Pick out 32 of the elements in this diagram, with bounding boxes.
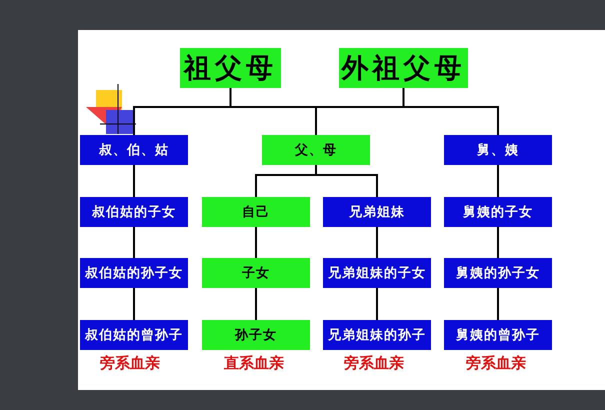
relative-box: 祖父母 [180,48,281,88]
relative-box: 父、母 [262,135,370,165]
relative-box: 舅姨的孙子女 [444,258,552,288]
relative-box: 兄弟姐妹 [323,197,431,227]
group-label: 旁系血亲 [344,354,404,373]
connector-line [133,288,135,320]
connector-line [133,227,135,258]
relative-box: 舅姨的曾孙子 [444,320,552,350]
connector-line [133,165,135,197]
relative-box: 兄弟姐妹的孙子 [323,320,431,350]
connector-line [315,165,378,197]
connector-line [255,227,257,258]
relative-box: 叔、伯、姑 [80,135,188,165]
connector-line [376,288,378,320]
relative-box: 子女 [202,258,310,288]
group-label: 旁系血亲 [466,354,526,373]
connector-line [255,288,257,320]
group-label: 直系血亲 [224,354,284,373]
connector-line [497,165,499,197]
relative-box: 舅姨的子女 [444,197,552,227]
relative-box: 叔伯姑的孙子女 [80,258,188,288]
relative-box: 兄弟姐妹的子女 [323,258,431,288]
connector-line [497,227,499,258]
connector-line [497,288,499,320]
relative-box: 叔伯姑的子女 [80,197,188,227]
group-label: 旁系血亲 [100,354,160,373]
relative-box: 自己 [202,197,310,227]
relative-box: 孙子女 [202,320,310,350]
relative-box: 舅、姨 [444,135,552,165]
relative-box: 外祖父母 [339,48,468,88]
relative-box: 叔伯姑的曾孙子 [80,320,188,350]
connector-line [376,227,378,258]
